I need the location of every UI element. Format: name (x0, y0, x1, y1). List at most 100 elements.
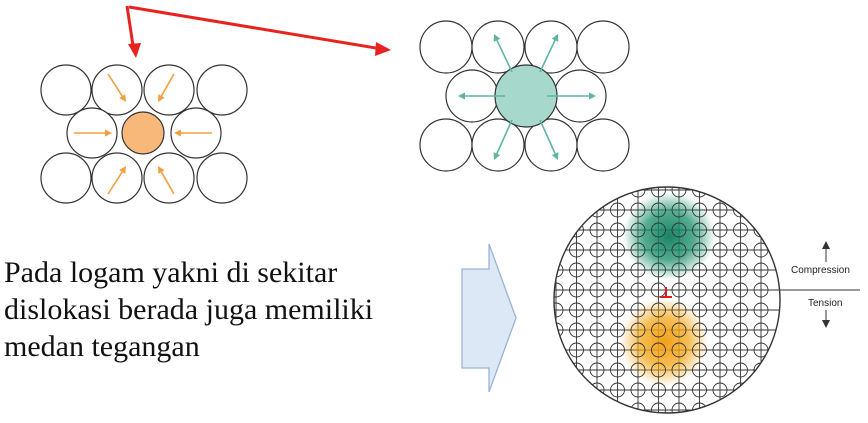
pointer-line-right (128, 5, 383, 51)
grid-atom (733, 222, 748, 238)
caption-text: Pada logam yakni di sekitar dislokasi be… (4, 254, 474, 365)
lattice-atom (576, 118, 630, 172)
grid-atom (671, 242, 687, 258)
lattice-atom (40, 152, 92, 204)
grid-atom (569, 322, 584, 338)
pointer-head-left (128, 43, 141, 58)
grid-atom (651, 382, 666, 398)
grid-atom (569, 262, 584, 278)
grid-atom (589, 262, 605, 278)
grid-atom (630, 262, 646, 278)
grid-atom (569, 202, 584, 218)
grid-atom (671, 362, 687, 378)
grid-atom (712, 402, 728, 413)
lattice-atom (471, 118, 525, 172)
red-pointer-arrows (125, 5, 391, 58)
compression-zone (623, 192, 715, 280)
grid-atom (589, 342, 605, 358)
tension-indicator: Tension (808, 298, 842, 328)
grid-atom (753, 262, 769, 278)
grid-atom (651, 302, 666, 318)
inward-strain-arrows (74, 73, 212, 195)
grid-atom (753, 187, 769, 198)
grid-atom (651, 242, 666, 258)
grid-atom (589, 242, 605, 258)
inward-arrow (74, 129, 112, 137)
grid-atom (630, 302, 646, 318)
inward-arrow (158, 166, 175, 195)
grid-atom (651, 362, 666, 378)
lattice-atom (91, 152, 143, 204)
grid-atom (569, 302, 584, 318)
grid-atom (651, 402, 666, 413)
tension-label: Tension (808, 298, 842, 309)
grid-atom (692, 342, 707, 358)
grid-atom (753, 382, 769, 398)
grid-atom (733, 402, 748, 413)
grid-atom (753, 402, 769, 413)
large-atom-lattice-panel (419, 20, 632, 172)
grid-atom (630, 242, 646, 258)
grid-atom (671, 402, 687, 413)
grid-atom (589, 402, 605, 413)
lattice-atoms (40, 64, 248, 204)
inward-arrow (107, 166, 126, 195)
grid-atom (712, 262, 728, 278)
inward-arrow (107, 73, 126, 102)
grid-atom (554, 202, 564, 218)
small-atom-lattice-panel (40, 64, 248, 204)
grid-atom (753, 302, 769, 318)
grid-atom (569, 402, 584, 413)
grid-atom (630, 202, 646, 218)
grid-atom (692, 202, 707, 218)
outward-arrow (547, 92, 596, 100)
grid-atom (589, 362, 605, 378)
grid-atom (671, 382, 687, 398)
grid-atom (610, 222, 625, 238)
field-boundary (553, 186, 781, 414)
grid-atom (630, 222, 646, 238)
compression-label: Compression (791, 265, 850, 276)
grid-atom (712, 202, 728, 218)
caption-line-3: medan tegangan (4, 330, 200, 363)
grid-atom (671, 342, 687, 358)
outward-arrow (493, 34, 513, 73)
outward-arrow (539, 34, 559, 73)
grid-atom (712, 382, 728, 398)
lattice-atom (576, 20, 630, 74)
grid-atom (589, 222, 605, 238)
lattice-atom (196, 64, 248, 116)
grid-atom (753, 322, 769, 338)
grid-atom (554, 342, 564, 358)
small-solute-atom (121, 111, 165, 155)
edge-dislocation-symbol (660, 287, 672, 298)
grid-atom (569, 342, 584, 358)
grid-atom (692, 242, 707, 258)
grid-atom (610, 242, 625, 258)
caption-line-2: dislokasi berada juga memiliki (4, 293, 374, 326)
grid-atom (610, 202, 625, 218)
grid-atom (712, 302, 728, 318)
grid-atom (651, 222, 666, 238)
grid-atom (554, 222, 564, 238)
grid-atom (569, 242, 584, 258)
outward-strain-arrows (458, 34, 596, 160)
grid-atom (671, 202, 687, 218)
grid-atom (671, 322, 687, 338)
compression-indicator: Compression (791, 241, 850, 276)
grid-atom (630, 362, 646, 378)
grid-atom (554, 382, 564, 398)
grid-atom (554, 302, 564, 318)
grid-atom (733, 342, 748, 358)
grid-atom (554, 187, 564, 198)
grid-atom (630, 342, 646, 358)
grid-atom (610, 262, 625, 278)
outward-arrow (539, 119, 559, 160)
grid-atom (610, 302, 625, 318)
grid-atom (651, 322, 666, 338)
lattice-atom (143, 64, 195, 116)
lattice-atom (419, 20, 473, 74)
grid-atom (692, 262, 707, 278)
grid-atom (712, 362, 728, 378)
